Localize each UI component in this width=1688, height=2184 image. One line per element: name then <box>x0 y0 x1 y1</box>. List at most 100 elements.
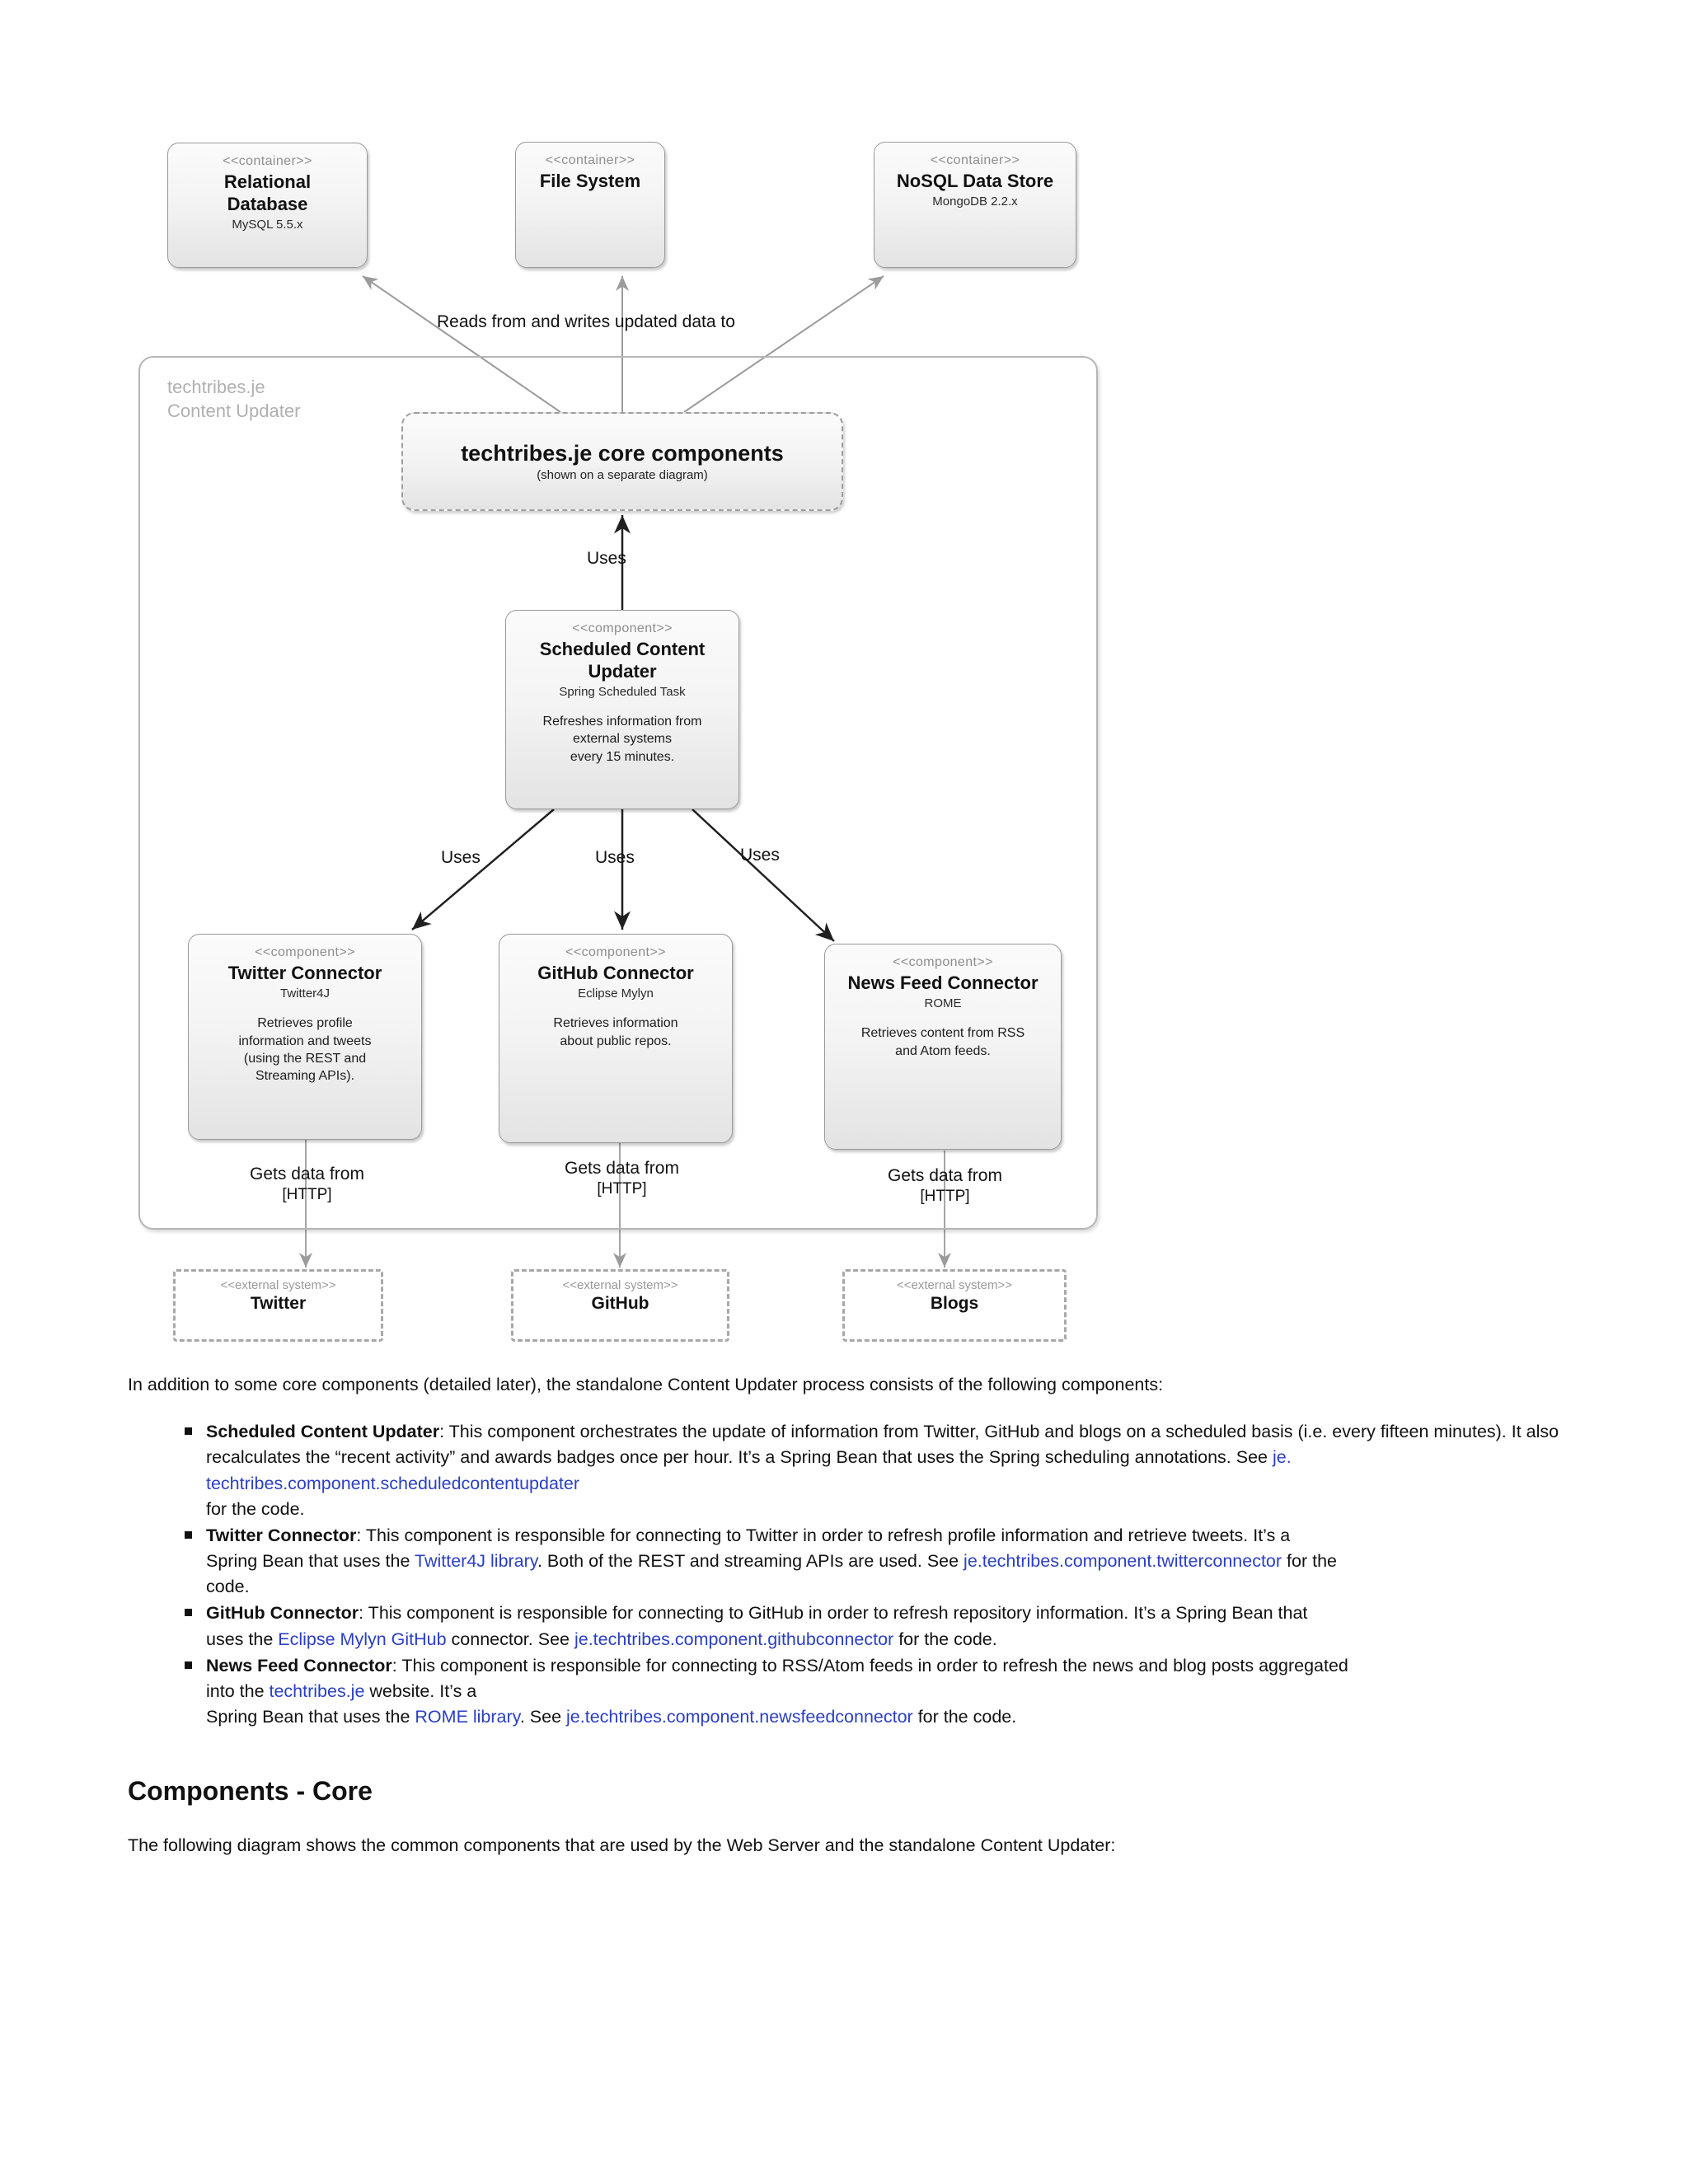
bullet-text: code. <box>206 1577 250 1597</box>
bullet-text: Spring Bean that uses the <box>206 1551 415 1572</box>
edge-label-gets-data-blogs: Gets data from [HTTP] <box>848 1165 1042 1207</box>
node-name-line1: Scheduled Content <box>539 639 706 659</box>
bullet-text: : This component is responsible for conn… <box>356 1525 1291 1545</box>
list-item: Scheduled Content Updater: This componen… <box>185 1419 1562 1522</box>
node-description: Retrieves profile information and tweets… <box>189 1015 421 1085</box>
bullet-text: for the code. <box>912 1707 1017 1727</box>
code-link[interactable]: je. <box>1272 1447 1292 1468</box>
code-link[interactable]: techtribes.component.scheduledcontentupd… <box>206 1473 580 1493</box>
desc-line1: Refreshes information from <box>542 715 702 729</box>
node-name: GitHub <box>591 1294 649 1313</box>
stereotype-label: <<component>> <box>255 945 355 959</box>
boundary-label-line2: Content Updater <box>167 401 301 422</box>
protocol-text: [HTTP] <box>597 1180 647 1198</box>
list-item: Twitter Connector: This component is res… <box>185 1523 1562 1601</box>
bullet-text: Spring Bean that uses the <box>206 1707 415 1727</box>
edge-label-uses-github: Uses <box>595 848 635 867</box>
node-name-line1: Relational <box>223 171 312 192</box>
intro-paragraph: In addition to some core components (det… <box>128 1375 1164 1394</box>
bullet-term: News Feed Connector <box>206 1655 392 1675</box>
bullet-text: for the code. <box>206 1498 305 1519</box>
bullet-text: connector. See <box>446 1629 574 1649</box>
node-technology: Twitter4J <box>279 986 330 1001</box>
node-external-system-twitter[interactable]: <<external system>> Twitter <box>173 1269 383 1342</box>
node-technology: Spring Scheduled Task <box>559 684 686 699</box>
library-link[interactable]: ROME library <box>415 1707 520 1727</box>
node-name-line2: Database <box>227 193 308 214</box>
desc-line1: Retrieves information <box>553 1016 678 1031</box>
desc-line4: Streaming APIs). <box>255 1069 355 1084</box>
stereotype-label: <<external system>> <box>562 1278 678 1292</box>
node-name: Blogs <box>930 1294 979 1313</box>
node-core-components[interactable]: techtribes.je core components (shown on … <box>401 412 843 511</box>
node-name: File System <box>539 171 641 191</box>
node-file-system[interactable]: <<container>> File System <box>515 142 665 268</box>
desc-line3: (using the REST and <box>243 1051 367 1066</box>
section-heading-components-core: Components - Core <box>128 1776 373 1807</box>
content-updater-boundary <box>138 356 1098 1230</box>
library-link[interactable]: Eclipse Mylyn GitHub <box>278 1629 447 1649</box>
code-link[interactable]: je.techtribes.component.twitterconnector <box>964 1551 1282 1572</box>
bullet-term: Twitter Connector <box>206 1525 357 1545</box>
desc-line2: external systems <box>572 732 673 747</box>
stereotype-label: <<component>> <box>893 955 993 969</box>
stereotype-label: <<component>> <box>565 945 666 959</box>
node-description: Refreshes information from external syst… <box>506 713 738 766</box>
node-technology: Eclipse Mylyn <box>578 986 654 1001</box>
library-link[interactable]: Twitter4J library <box>415 1551 537 1572</box>
edge-label-uses-core: Uses <box>587 549 626 568</box>
bullet-term: Scheduled Content Updater <box>206 1422 440 1442</box>
node-description: Retrieves information about public repos… <box>499 1015 732 1050</box>
stereotype-label: <<container>> <box>545 153 635 167</box>
node-scheduled-content-updater[interactable]: <<component>> Scheduled Content Updater … <box>505 610 739 809</box>
edge-label-gets-data-github: Gets data from [HTTP] <box>525 1158 719 1199</box>
code-link[interactable]: je.techtribes.component.newsfeedconnecto… <box>566 1707 913 1727</box>
desc-line1: Retrieves profile <box>257 1016 353 1031</box>
stereotype-label: <<external system>> <box>896 1278 1013 1292</box>
document-body: In addition to some core components (det… <box>128 1372 1562 1858</box>
node-name: Relational Database <box>168 171 367 216</box>
diagram-arrows-layer <box>299 275 951 1268</box>
boundary-label: techtribes.je Content Updater <box>167 375 300 423</box>
edge-label-uses-newsfeed: Uses <box>740 846 780 865</box>
core-components-name: techtribes.je core components <box>461 441 784 466</box>
core-components-sub: (shown on a separate diagram) <box>537 468 708 482</box>
boundary-label-line1: techtribes.je <box>167 377 265 397</box>
protocol-text: [HTTP] <box>920 1188 970 1206</box>
stereotype-label: <<external system>> <box>220 1278 336 1292</box>
node-technology: ROME <box>924 996 962 1010</box>
bullet-text: : This component is responsible for conn… <box>359 1603 1308 1624</box>
desc-line1: Retrieves content from RSS <box>860 1026 1025 1041</box>
protocol-text: [HTTP] <box>282 1186 332 1204</box>
gets-data-text: Gets data from <box>888 1166 1002 1185</box>
stereotype-label: <<container>> <box>223 154 312 168</box>
bullet-text: . Both of the REST and streaming APIs ar… <box>537 1551 964 1572</box>
bullet-text: recalculates the “recent activity” and a… <box>206 1447 1273 1468</box>
node-twitter-connector[interactable]: <<component>> Twitter Connector Twitter4… <box>188 934 422 1140</box>
code-link[interactable]: je.techtribes.component.githubconnector <box>574 1629 894 1649</box>
node-news-feed-connector[interactable]: <<component>> News Feed Connector ROME R… <box>824 944 1062 1150</box>
component-bullet-list: Scheduled Content Updater: This componen… <box>128 1419 1562 1730</box>
node-github-connector[interactable]: <<component>> GitHub Connector Eclipse M… <box>499 934 733 1143</box>
edge-label-reads-writes: Reads from and writes updated data to <box>437 312 735 331</box>
bullet-term: GitHub Connector <box>206 1603 359 1624</box>
node-name: News Feed Connector <box>847 972 1039 993</box>
node-external-system-blogs[interactable]: <<external system>> Blogs <box>842 1269 1067 1342</box>
node-name: Scheduled Content Updater <box>506 639 738 683</box>
node-external-system-github[interactable]: <<external system>> GitHub <box>511 1269 729 1342</box>
node-name: Twitter Connector <box>227 963 382 983</box>
bullet-text: every fifteen minutes). It also <box>1332 1422 1559 1442</box>
bullet-text: for the <box>1282 1551 1337 1572</box>
node-nosql-data-store[interactable]: <<container>> NoSQL Data Store MongoDB 2… <box>874 142 1076 268</box>
node-name-line2: Updater <box>588 660 657 682</box>
node-name: GitHub Connector <box>537 963 694 983</box>
edge-label-gets-data-twitter: Gets data from [HTTP] <box>210 1164 404 1205</box>
content-updater-component-diagram: techtribes.je Content Updater <<containe… <box>138 142 1098 1342</box>
gets-data-text: Gets data from <box>250 1165 364 1183</box>
node-relational-database[interactable]: <<container>> Relational Database MySQL … <box>167 143 368 268</box>
bullet-text: : This component orchestrates the update… <box>439 1422 1328 1442</box>
stereotype-label: <<component>> <box>572 621 673 635</box>
desc-line2: about public repos. <box>560 1033 672 1048</box>
site-link[interactable]: techtribes.je <box>269 1680 365 1701</box>
